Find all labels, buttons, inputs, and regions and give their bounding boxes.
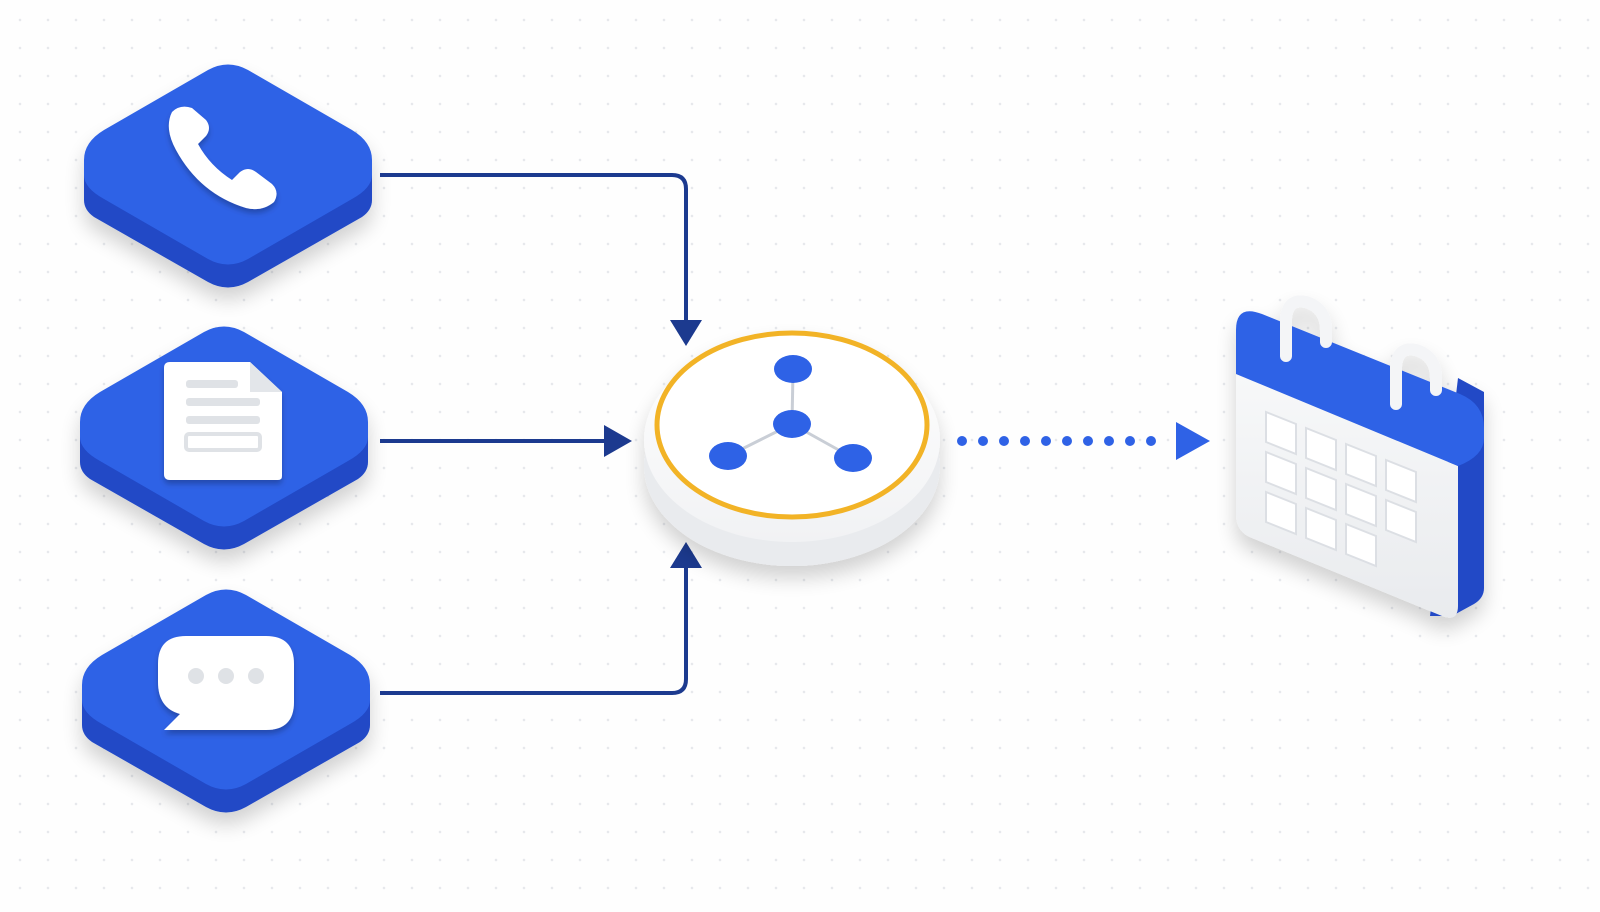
hub-node [644,330,940,566]
calendar-header [1236,311,1484,466]
arrowhead [670,542,702,568]
network-hub-icon [709,355,872,472]
calendar-grid [1265,410,1417,568]
calendar-icon [1236,295,1484,618]
source-tile-chat [82,589,370,813]
chat-bubble-icon [158,636,294,730]
tile-top [84,64,372,265]
arrowhead [1176,422,1210,460]
connector-phone-to-hub [380,173,702,346]
connector-chat-to-hub [380,542,702,695]
source-tile-document [80,326,368,550]
arrowhead [670,320,702,346]
connector-document-to-hub [380,425,632,457]
connector-hub-to-calendar [957,422,1210,460]
calendar-ring-left [1280,295,1332,362]
source-tile-phone [84,64,372,288]
arrowhead [604,425,632,457]
calendar-ring-right [1390,343,1442,410]
document-icon [164,362,282,480]
phone-icon [168,106,277,210]
